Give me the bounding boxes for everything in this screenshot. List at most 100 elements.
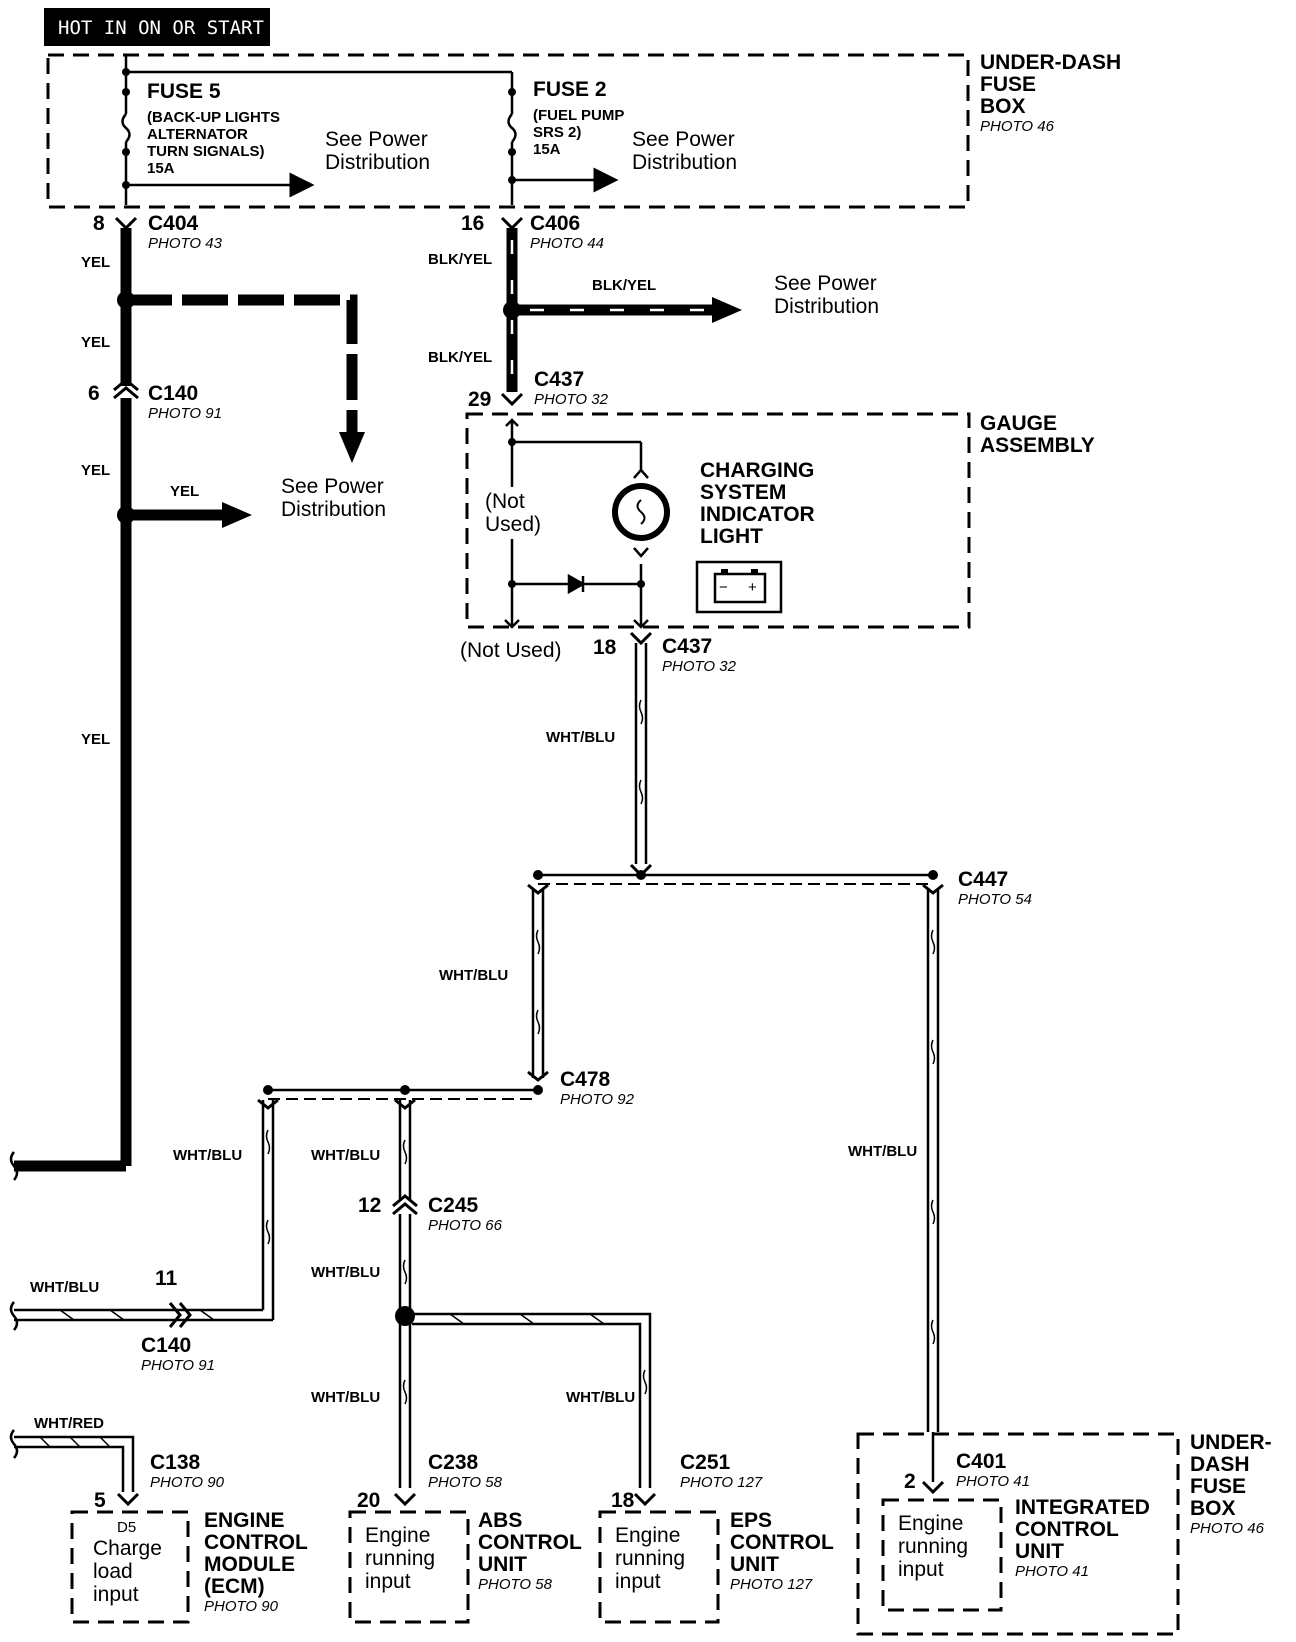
- gauge-not-used-outer: (Not Used): [460, 639, 562, 662]
- wht-blu-label-7: WHT/BLU: [311, 1389, 380, 1406]
- yel-branch-2-arrowhead: [222, 502, 252, 528]
- wire-break-left-2: [9, 1429, 19, 1459]
- c138-name: C138: [150, 1451, 201, 1474]
- gauge-pin-right-bot: [633, 619, 649, 629]
- eps-box: [598, 1510, 720, 1624]
- bulb-lead-bottom: [633, 547, 649, 558]
- c140-top-name: C140: [148, 382, 198, 405]
- wht-blu-label-4: WHT/BLU: [173, 1147, 242, 1164]
- fuse2-node-a: [508, 88, 516, 96]
- yel-branch-dashed: [126, 294, 358, 432]
- yel-label-5: YEL: [170, 483, 199, 500]
- c478-node-left: [263, 1085, 273, 1095]
- c138-pin: 5: [94, 1489, 106, 1512]
- c138-connector: [116, 1492, 140, 1507]
- battery-icon-term-l: [721, 569, 728, 574]
- c404-connector: [114, 216, 138, 231]
- yel-label-1: YEL: [81, 254, 110, 271]
- c478-node-mid: [400, 1085, 410, 1095]
- wire-break-left-1: [9, 1301, 19, 1331]
- blkyel-label-2: BLK/YEL: [428, 349, 492, 366]
- battery-icon-minus: −: [719, 579, 728, 596]
- c437-top-pin: 29: [468, 388, 491, 411]
- c447-node-right: [928, 870, 938, 880]
- wht-blu-label-2: WHT/BLU: [439, 967, 508, 984]
- c401-connector: [921, 1480, 945, 1495]
- eps-photo: PHOTO 127: [730, 1576, 813, 1593]
- c437-bot-pin: 18: [593, 636, 617, 659]
- c406-pin: 16: [461, 212, 484, 235]
- abs-photo: PHOTO 58: [478, 1576, 553, 1593]
- fuse2-node-b: [508, 148, 516, 156]
- fuse2-symbol: [507, 113, 517, 143]
- c447-photo: PHOTO 54: [958, 891, 1032, 908]
- c404-photo: PHOTO 43: [148, 235, 223, 252]
- abs-box: [348, 1510, 470, 1624]
- c140-top-photo: PHOTO 91: [148, 405, 222, 422]
- fuse5-node-a: [122, 88, 130, 96]
- c140-bot-photo: PHOTO 91: [141, 1357, 215, 1374]
- c245-photo: PHOTO 66: [428, 1217, 503, 1234]
- c478-left-connector: [257, 1098, 279, 1110]
- c447-left-connector: [527, 883, 549, 895]
- c238-name: C238: [428, 1451, 479, 1474]
- c437-bot-photo: PHOTO 32: [662, 658, 737, 675]
- battery-icon-frame: [695, 560, 783, 614]
- c401-name: C401: [956, 1450, 1007, 1473]
- c404-pin: 8: [93, 212, 105, 235]
- yel-label-2: YEL: [81, 334, 110, 351]
- blkyel-arrowhead: [712, 297, 742, 323]
- yel-wire-break: [9, 1151, 19, 1181]
- wht-blu-label-6: WHT/BLU: [311, 1264, 380, 1281]
- c447-name: C447: [958, 868, 1008, 891]
- c138-photo: PHOTO 90: [150, 1474, 225, 1491]
- bulb-lead-top: [633, 468, 649, 479]
- banner-box: [44, 8, 270, 46]
- c245-splice: [395, 1306, 415, 1326]
- yel-branch-arrowhead-down: [339, 432, 365, 463]
- wht-blu-label-1: WHT/BLU: [546, 729, 615, 746]
- c140-top-connector: [113, 378, 139, 400]
- yel-label-3: YEL: [81, 462, 110, 479]
- ecm-photo: PHOTO 90: [204, 1598, 279, 1615]
- bulb-filament: [636, 499, 646, 525]
- wht-blu-label-9: WHT/BLU: [30, 1279, 99, 1296]
- c245-pin: 12: [358, 1194, 381, 1217]
- wht-blu-label-5: WHT/BLU: [311, 1147, 380, 1164]
- battery-icon-body: [713, 572, 767, 604]
- c437-bot-connector: [629, 631, 653, 646]
- yel-label-4: YEL: [81, 731, 110, 748]
- c245-connector: [392, 1194, 418, 1216]
- c406-name: C406: [530, 212, 580, 235]
- c251-pin: 18: [611, 1489, 635, 1512]
- c140-bot-connector: [168, 1302, 192, 1328]
- fuse2-name: FUSE 2: [533, 78, 607, 101]
- blkyel-label-1: BLK/YEL: [428, 251, 492, 268]
- c238-pin: 20: [357, 1489, 380, 1512]
- icu-box: [881, 1498, 1003, 1612]
- c406-photo: PHOTO 44: [530, 235, 604, 252]
- c401-photo: PHOTO 41: [956, 1473, 1030, 1490]
- icu-photo: PHOTO 41: [1015, 1563, 1089, 1580]
- c401-pin: 2: [904, 1470, 916, 1493]
- wht-red-stripe: [39, 1436, 111, 1448]
- c447-node-left: [533, 870, 543, 880]
- fuse5-symbol: [121, 113, 131, 143]
- wht-red-label: WHT/RED: [34, 1415, 104, 1432]
- gauge-assembly-box: [465, 412, 971, 629]
- c478-photo: PHOTO 92: [560, 1091, 635, 1108]
- c245-name: C245: [428, 1194, 479, 1217]
